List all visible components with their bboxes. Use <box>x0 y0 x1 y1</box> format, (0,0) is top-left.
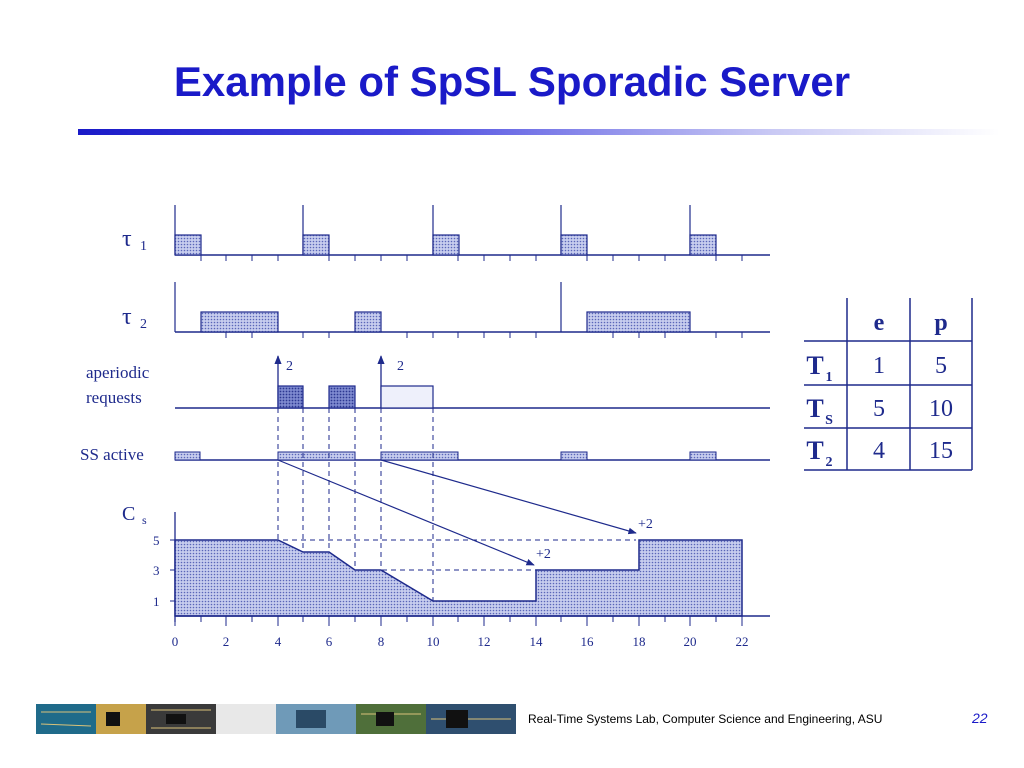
time-tick-label: 16 <box>581 634 595 649</box>
tau2-job <box>586 311 691 333</box>
ss-active-interval <box>689 451 717 461</box>
tau1-symbol: τ <box>122 226 132 252</box>
table-cell-p: 15 <box>929 438 953 464</box>
ss-active-interval <box>560 451 588 461</box>
time-tick-label: 12 <box>478 634 491 649</box>
time-tick-label: 20 <box>684 634 697 649</box>
table-task-name: T <box>806 351 823 380</box>
page-number: 22 <box>972 710 988 726</box>
tau1-job <box>302 234 330 256</box>
row-label-tau2: τ 2 <box>122 304 147 332</box>
table-cell-p: 5 <box>935 353 947 379</box>
replenish-arrow <box>380 459 637 535</box>
cs-subscript: s <box>142 513 147 527</box>
time-tick-label: 2 <box>223 634 230 649</box>
time-tick-label: 4 <box>275 634 282 649</box>
page-title: Example of SpSL Sporadic Server <box>173 58 851 105</box>
tau2-job <box>354 311 382 333</box>
tau1-subscript: 1 <box>140 239 147 254</box>
footer-credit: Real-Time Systems Lab, Computer Science … <box>528 712 883 726</box>
aperiodic-label-line1: aperiodic <box>86 363 150 382</box>
time-tick-label: 14 <box>530 634 544 649</box>
table-cell-e: 5 <box>873 396 885 422</box>
aperiodic-execution <box>277 385 304 409</box>
time-tick-label: 18 <box>633 634 646 649</box>
aperiodic-timeline: 2 2 <box>175 355 770 409</box>
aperiodic-execution <box>328 385 356 409</box>
cs-label: C s <box>122 503 147 527</box>
table-task-subscript: S <box>825 413 833 428</box>
footer-circuit-board-image <box>36 704 516 734</box>
capacity-tick-label: 3 <box>153 563 160 578</box>
table-task-name: T <box>806 394 823 423</box>
capacity-tick-label: 5 <box>153 533 160 548</box>
replenish-label: +2 <box>638 517 653 532</box>
time-tick-label: 8 <box>378 634 385 649</box>
sporadic-server-timing-diagram: τ 1 τ 2 aperiodic requests SS active C s <box>80 205 973 649</box>
tau2-job <box>200 311 279 333</box>
tau1-job <box>689 234 717 256</box>
ss-active-interval <box>277 451 356 461</box>
time-tick-label: 22 <box>736 634 749 649</box>
tau2-symbol: τ <box>122 304 132 330</box>
tau1-timeline <box>174 205 770 261</box>
table-task-name: T <box>806 436 823 465</box>
row-label-tau1: τ 1 <box>122 226 147 254</box>
table-task-subscript: 2 <box>826 455 833 470</box>
table-header-p: p <box>934 310 947 336</box>
tau1-job <box>560 234 588 256</box>
tau2-subscript: 2 <box>140 317 147 332</box>
capacity-tick-label: 1 <box>153 594 160 609</box>
replenish-label: +2 <box>536 547 551 562</box>
tau2-timeline <box>174 282 770 338</box>
title-underline <box>78 129 1000 135</box>
tau1-job <box>432 234 460 256</box>
capacity-plot: 5 3 1 0 2 4 6 8 10 12 14 16 18 <box>153 512 770 649</box>
ss-active-interval <box>380 451 459 461</box>
ss-active-interval <box>174 451 201 461</box>
table-cell-e: 4 <box>873 438 885 464</box>
tau1-job <box>174 234 202 256</box>
cs-symbol: C <box>122 503 135 525</box>
table-header-e: e <box>874 310 885 336</box>
capacity-area <box>174 539 743 617</box>
request-size-label: 2 <box>286 359 293 374</box>
table-cell-e: 1 <box>873 353 885 379</box>
aperiodic-execution <box>380 385 434 409</box>
ss-active-timeline <box>174 451 770 461</box>
table-task-subscript: 1 <box>826 370 833 385</box>
task-parameter-table <box>804 298 973 471</box>
time-tick-label: 0 <box>172 634 179 649</box>
time-tick-label: 10 <box>427 634 440 649</box>
ss-active-label: SS active <box>80 445 144 464</box>
table-cell-p: 10 <box>929 396 953 422</box>
time-tick-label: 6 <box>326 634 333 649</box>
aperiodic-label-line2: requests <box>86 388 142 407</box>
request-size-label: 2 <box>397 359 404 374</box>
replenish-arrow <box>277 459 535 566</box>
